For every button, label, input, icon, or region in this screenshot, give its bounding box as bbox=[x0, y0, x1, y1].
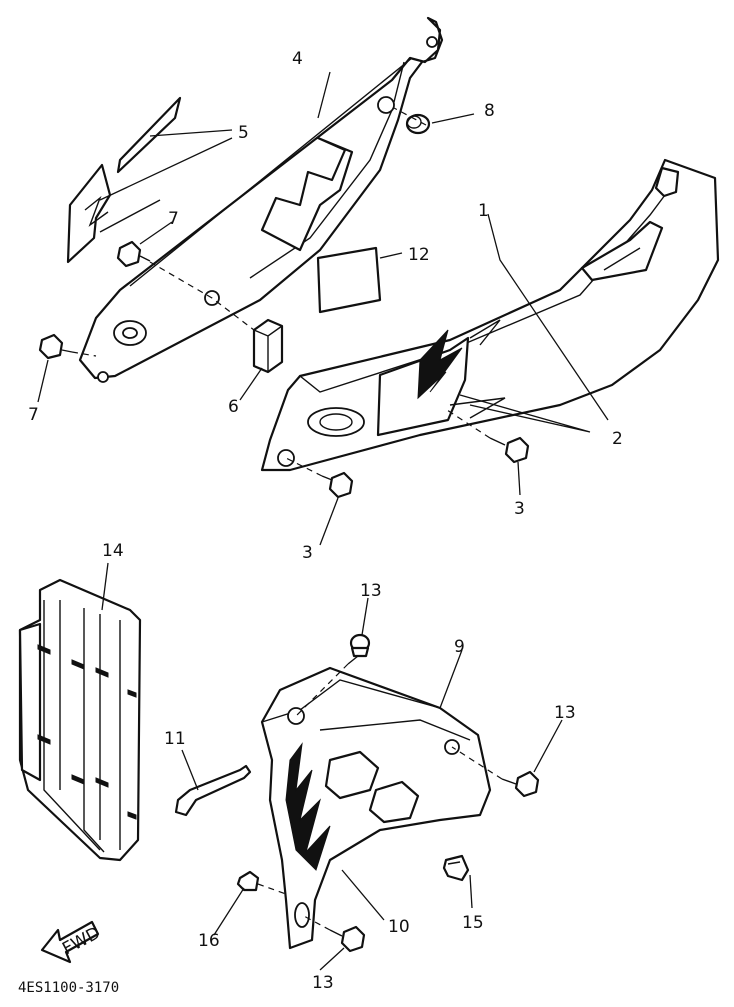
radiator-guard-part-14 bbox=[18, 578, 142, 862]
callout-11: 11 bbox=[164, 729, 186, 749]
decal-part-2 bbox=[376, 319, 506, 437]
callout-13: 13 bbox=[554, 703, 576, 723]
bolt-part-13-top bbox=[347, 633, 371, 665]
assembly-line bbox=[71, 351, 97, 357]
callout-12: 12 bbox=[408, 245, 430, 265]
callout-9: 9 bbox=[454, 637, 465, 657]
callout-3: 3 bbox=[302, 543, 313, 563]
callout-7: 7 bbox=[168, 209, 179, 229]
callout-8: 8 bbox=[484, 101, 495, 121]
bracket-part-11 bbox=[174, 764, 252, 817]
assembly-line bbox=[149, 261, 255, 331]
fwd-arrow-icon: FWD bbox=[40, 920, 104, 964]
callout-13: 13 bbox=[312, 973, 334, 993]
callout-4: 4 bbox=[292, 49, 303, 69]
assembly-line bbox=[257, 883, 287, 895]
callout-1: 1 bbox=[478, 201, 489, 221]
callout-13: 13 bbox=[360, 581, 382, 601]
side-cover-left-part-4 bbox=[78, 16, 444, 383]
callout-10: 10 bbox=[388, 917, 410, 937]
callout-15: 15 bbox=[462, 913, 484, 933]
side-cover-right-part-1 bbox=[260, 158, 720, 472]
bolt-part-3-left bbox=[321, 471, 354, 499]
assembly-line bbox=[443, 407, 491, 439]
bolt-part-7-upper bbox=[116, 240, 151, 268]
callout-7: 7 bbox=[28, 405, 39, 425]
pad-part-12 bbox=[316, 246, 382, 314]
bolt-part-13-right bbox=[501, 770, 540, 798]
callout-3: 3 bbox=[514, 499, 525, 519]
clip-nut-part-15 bbox=[442, 854, 470, 882]
callout-16: 16 bbox=[198, 931, 220, 951]
leader-lines bbox=[37, 71, 609, 971]
callout-6: 6 bbox=[228, 397, 239, 417]
callout-14: 14 bbox=[102, 541, 124, 561]
bolt-part-3-right bbox=[489, 436, 530, 464]
assembly-line bbox=[285, 457, 323, 477]
assembly-line bbox=[295, 663, 349, 717]
damper-part-6 bbox=[252, 318, 284, 374]
clip-part-16 bbox=[236, 870, 260, 892]
assembly-line bbox=[301, 914, 331, 931]
decal-part-5 bbox=[66, 96, 182, 264]
assembly-line bbox=[451, 746, 503, 780]
bolt-part-7-lower bbox=[38, 333, 73, 360]
bolt-part-13-bottom bbox=[329, 925, 366, 953]
callout-5: 5 bbox=[238, 123, 249, 143]
radiator-shroud-part-9 bbox=[260, 666, 492, 950]
drawing-code: 4ES1100-3170 bbox=[18, 980, 119, 996]
grommet-part-8 bbox=[405, 113, 431, 135]
callout-2: 2 bbox=[612, 429, 623, 449]
callouts: 1 2 3 3 4 5 6 7 7 8 9 10 11 12 13 13 13 … bbox=[28, 49, 623, 993]
